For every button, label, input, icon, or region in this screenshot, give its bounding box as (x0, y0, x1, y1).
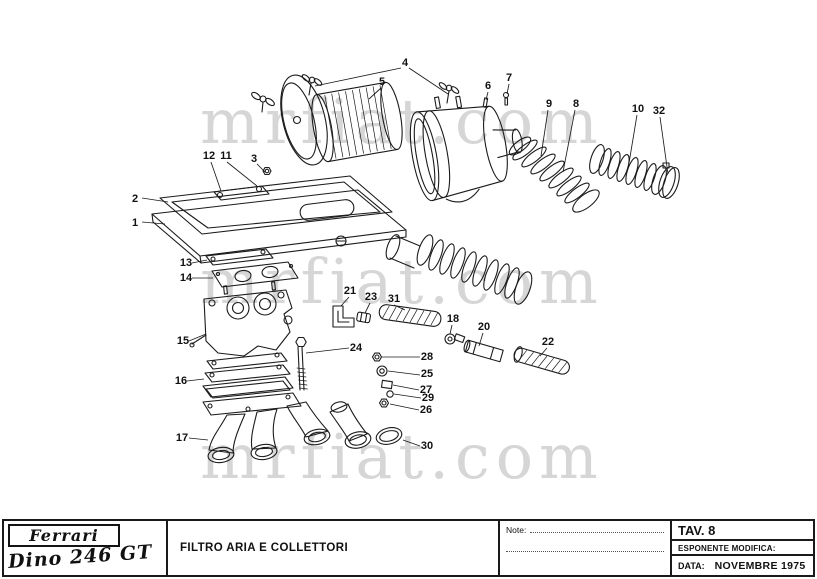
spacer-14 (211, 261, 299, 288)
callout-10: 10 (632, 103, 644, 115)
watermark-text: mrfiat.com (200, 85, 604, 158)
callout-4: 4 (402, 57, 409, 69)
callout-labels: 1 2 3 4 5 6 7 8 9 10 11 12 13 14 15 16 1… (132, 57, 665, 452)
note-dotted-line (530, 525, 664, 533)
ball-29 (386, 390, 394, 398)
air-filter-element (311, 81, 403, 163)
callout-5: 5 (379, 76, 385, 88)
data-row: DATA: NOVEMBRE 1975 (672, 556, 813, 575)
brand-cell: Ferrari Dino 246 GT (4, 521, 168, 575)
nut-26 (378, 398, 390, 408)
corrugated-hose-upper (508, 136, 600, 213)
plug-27 (380, 379, 393, 390)
hose-31 (378, 304, 442, 327)
callout-23: 23 (365, 291, 377, 303)
note-cell: Note: (500, 521, 672, 575)
o-ring (375, 427, 403, 445)
washer-25 (376, 365, 388, 377)
callout-21: 21 (344, 285, 356, 297)
callout-1: 1 (132, 217, 138, 229)
callout-8: 8 (573, 98, 579, 110)
ferrari-logo-text: Ferrari (29, 526, 99, 545)
callout-20: 20 (478, 321, 490, 333)
watermark: mrfiat.com mrfiat.com mrfiat.com (200, 85, 604, 493)
corrugated-hose-right (589, 144, 680, 199)
parts-diagram: mrfiat.com mrfiat.com mrfiat.com (132, 57, 680, 493)
air-cleaner-lid (280, 74, 328, 166)
nut-28 (371, 352, 383, 362)
callout-11: 11 (220, 150, 232, 162)
callout-14: 14 (180, 272, 193, 284)
union-18 (444, 333, 466, 345)
callout-28: 28 (421, 351, 433, 363)
callout-16: 16 (175, 375, 187, 387)
callout-6: 6 (485, 80, 491, 92)
pipe-union-20 (463, 339, 504, 363)
gasket-13 (205, 248, 274, 266)
note-dotted-line (506, 551, 664, 552)
air-box-cover (151, 166, 407, 264)
callout-31: 31 (388, 293, 400, 305)
tav-number: TAV. 8 (672, 521, 813, 541)
callout-7: 7 (506, 72, 512, 84)
data-label: DATA: (678, 560, 705, 571)
callout-12: 12 (203, 150, 215, 162)
callout-26: 26 (420, 404, 432, 416)
callout-9: 9 (546, 98, 552, 110)
callout-2: 2 (132, 193, 138, 205)
note-label: Note: (506, 525, 527, 535)
callout-32: 32 (653, 105, 665, 117)
hose-23 (356, 311, 372, 324)
intake-manifold (202, 392, 372, 464)
title-block: Ferrari Dino 246 GT FILTRO ARIA E COLLET… (2, 519, 815, 577)
elbow-fitting-21 (332, 305, 355, 328)
data-value: NOVEMBRE 1975 (714, 559, 806, 572)
nut (262, 166, 272, 176)
wing-nut (251, 91, 275, 113)
callout-25: 25 (421, 368, 433, 380)
callout-29: 29 (422, 392, 434, 404)
hose-22 (513, 346, 570, 375)
callout-13: 13 (180, 257, 192, 269)
air-filter-housing (409, 95, 523, 203)
gasket-stack (202, 352, 294, 399)
callout-15: 15 (177, 335, 189, 347)
leader-lines (141, 67, 669, 447)
hose-clamp (658, 162, 680, 199)
corrugated-hose-lower (385, 234, 533, 305)
callout-17: 17 (176, 432, 188, 444)
callout-18: 18 (447, 313, 459, 325)
ferrari-logo: Ferrari (8, 524, 120, 547)
callout-22: 22 (542, 336, 554, 348)
callout-3: 3 (251, 153, 257, 165)
callout-27: 27 (420, 384, 432, 396)
drawing-title: FILTRO ARIA E COLLETTORI (168, 521, 500, 575)
carburetor (189, 281, 293, 357)
bolt-24 (295, 336, 308, 391)
cover-plate-small (213, 185, 270, 201)
callout-24: 24 (350, 342, 363, 354)
tav-cell: TAV. 8 ESPONENTE MODIFICA: DATA: NOVEMBR… (672, 521, 813, 575)
esponente-label: ESPONENTE MODIFICA: (672, 541, 813, 556)
callout-30: 30 (421, 440, 433, 452)
